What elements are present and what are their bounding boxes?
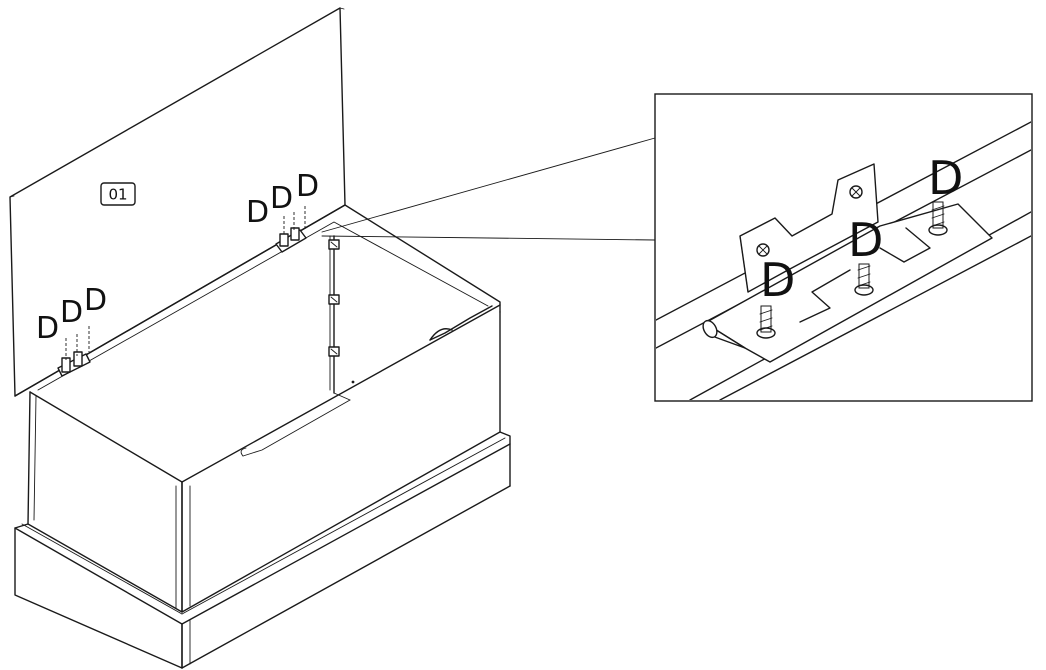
hinge-left [57, 326, 91, 377]
chest-body [14, 204, 501, 613]
screw-3 [928, 201, 948, 236]
hinge-right [275, 206, 307, 253]
screw-label-left-1: D [36, 311, 59, 346]
screw-label-left-3: D [84, 283, 107, 318]
screw-label-detail-1: D [760, 253, 795, 307]
part-number-badge: 01 [100, 182, 136, 206]
base-plinth [14, 431, 511, 669]
hinge-upper-leaf [739, 163, 879, 293]
screw-label-detail-2: D [848, 213, 883, 267]
lid-panel [9, 7, 346, 397]
screw-1 [756, 305, 776, 339]
screw-label-right-3: D [296, 169, 319, 204]
screw-label-left-2: D [60, 295, 83, 330]
bracket-bottom [328, 346, 340, 357]
screw-label-right-2: D [270, 181, 293, 216]
screw-label-detail-3: D [928, 151, 963, 205]
detail-callout: D D D [654, 93, 1033, 402]
part-number-label: 01 [108, 186, 127, 204]
hinge-lower-leaf [702, 203, 993, 363]
callout-leaders [321, 137, 656, 241]
bracket-top [328, 239, 340, 250]
screw-label-right-1: D [246, 195, 269, 230]
screw-2 [854, 263, 874, 296]
bracket-middle [328, 294, 340, 305]
